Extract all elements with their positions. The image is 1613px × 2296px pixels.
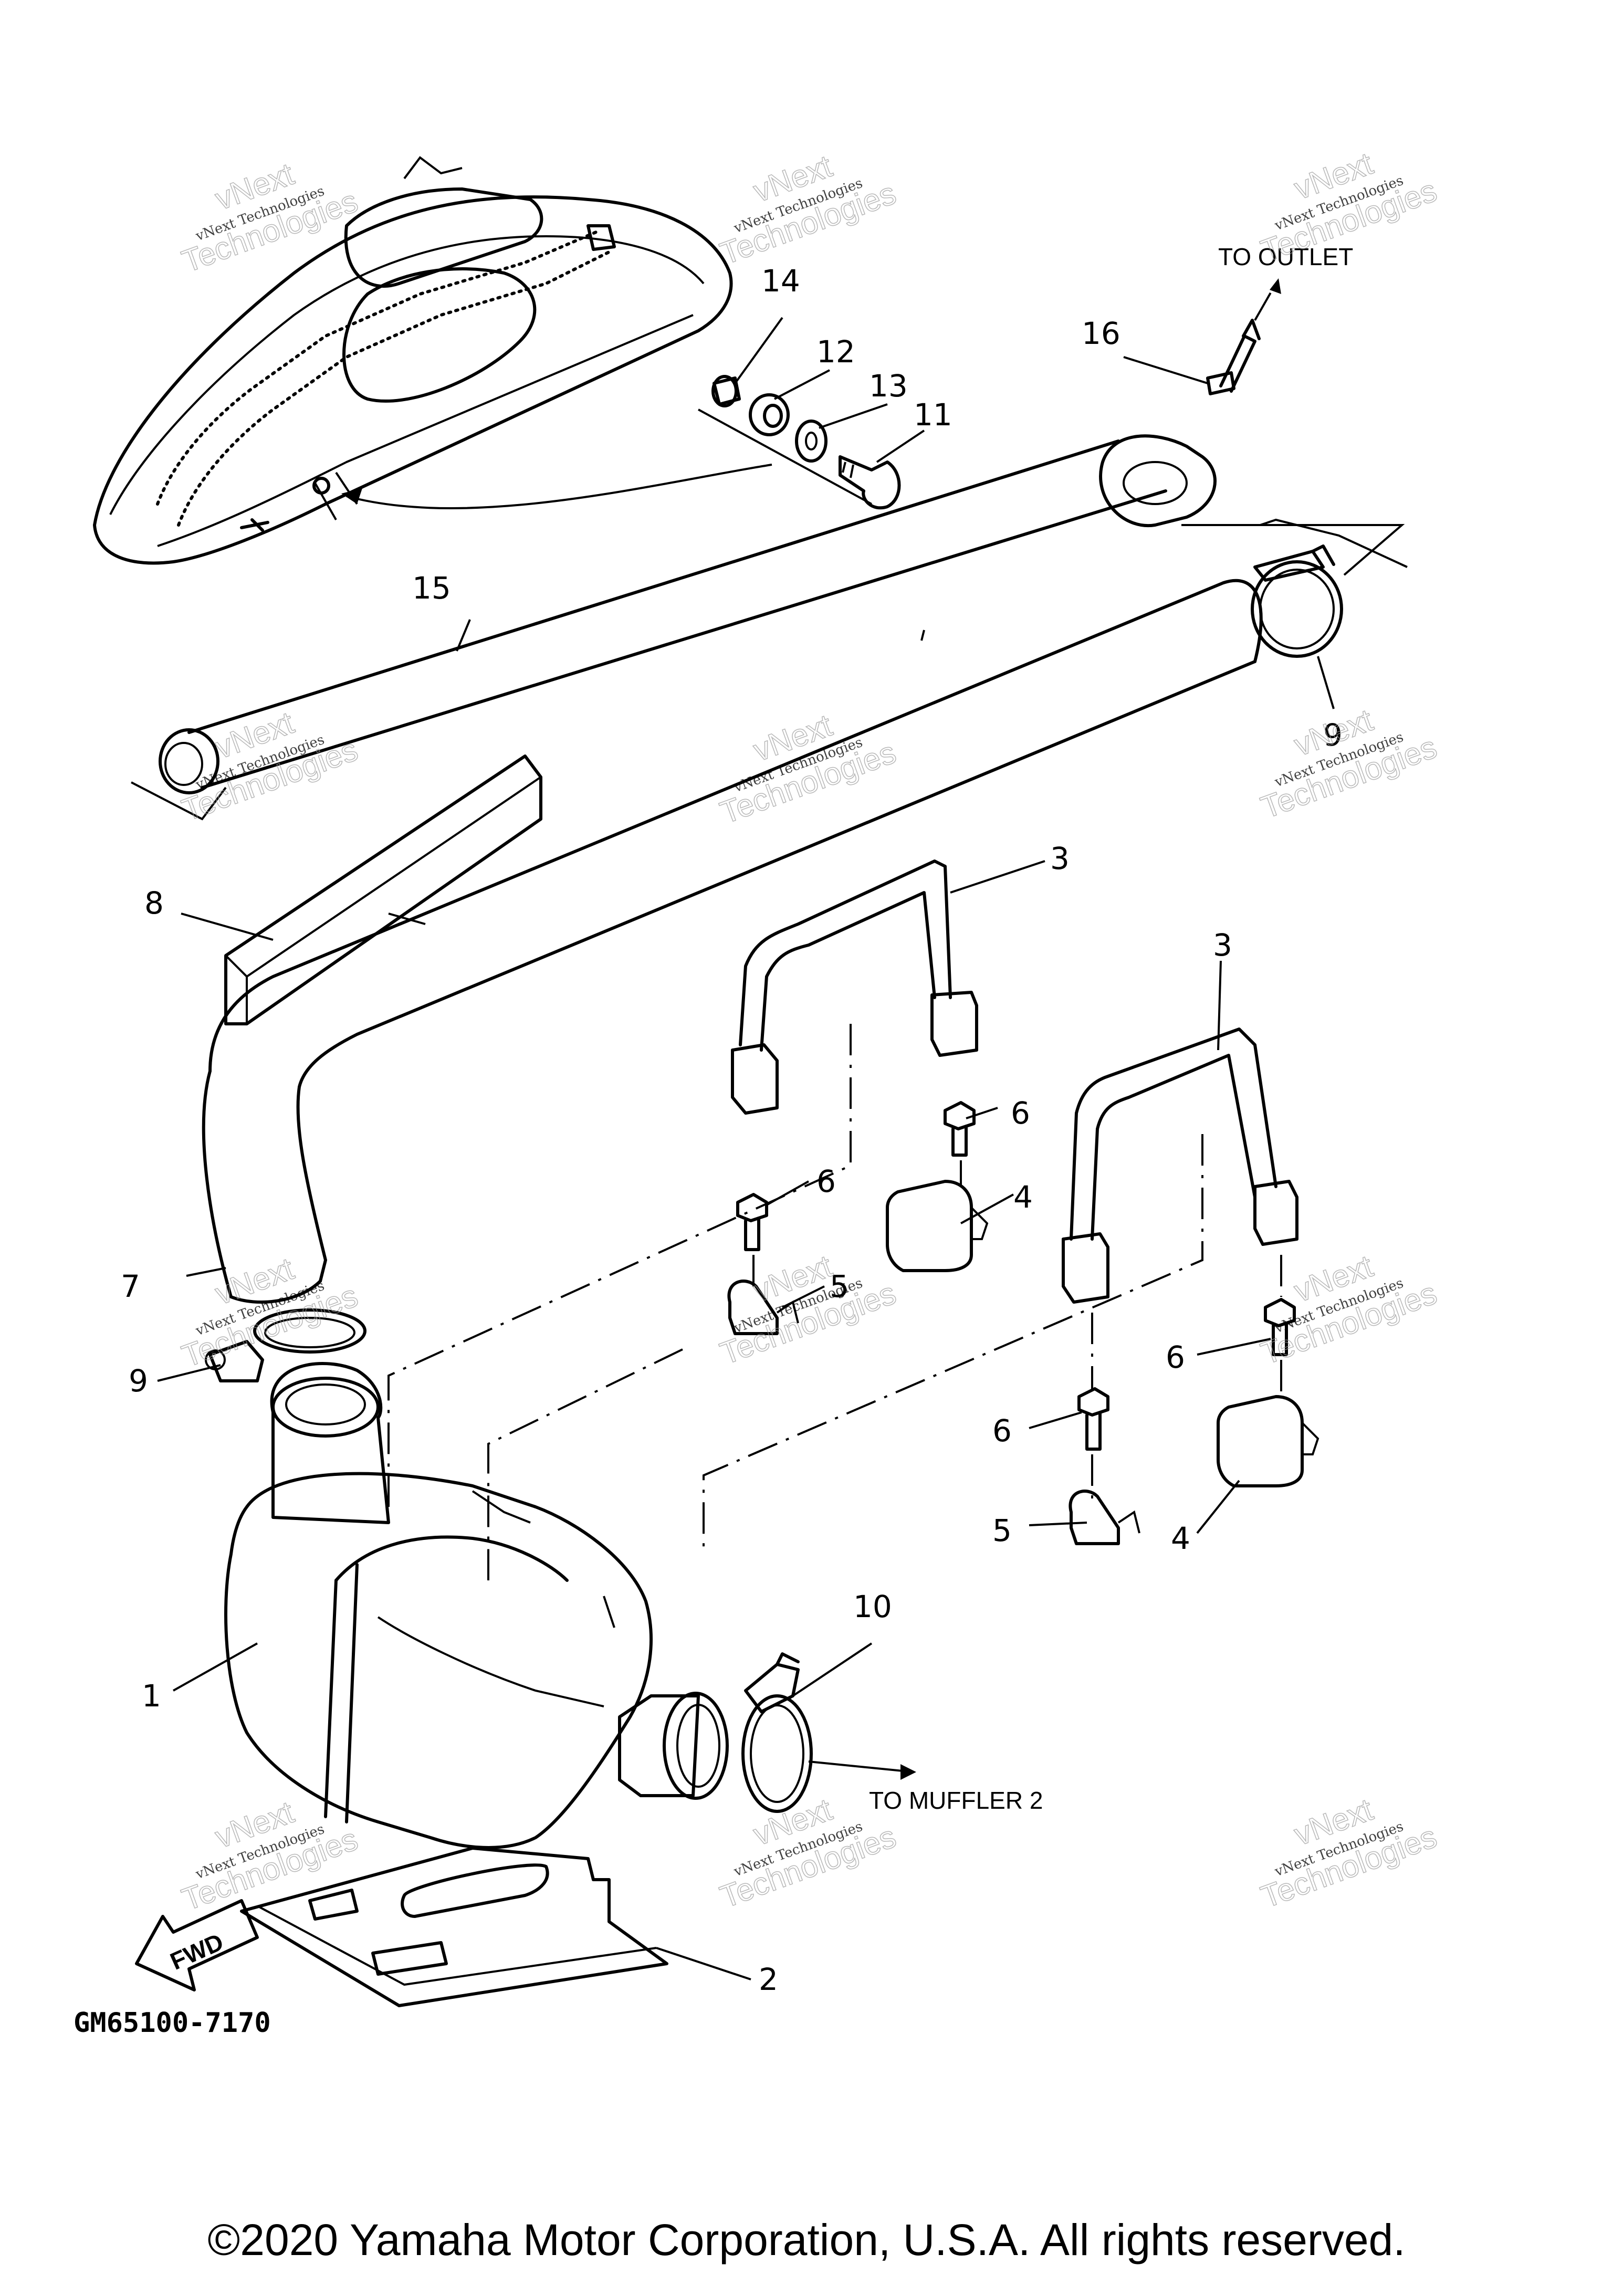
clamp-9-lower (205, 1308, 366, 1382)
callout-4-a: 4 (1013, 1179, 1033, 1215)
bracket-2 (240, 1847, 668, 2007)
pipe-15 (131, 434, 1217, 821)
watermark: vNext vNext Technologies Technologies (715, 707, 901, 831)
assembly-lines (387, 1024, 1282, 1580)
fitting-11 (839, 455, 901, 510)
callout-15: 15 (412, 570, 451, 606)
band-3-right (1062, 1028, 1298, 1304)
watercraft-overview (93, 156, 872, 565)
callout-5-b: 5 (992, 1513, 1012, 1548)
callout-6-a: 6 (1011, 1095, 1030, 1131)
to-muffler-label: TO MUFFLER 2 (869, 1787, 1043, 1814)
callout-10: 10 (853, 1589, 892, 1624)
watermark: vNext vNext Technologies Technologies (177, 1251, 363, 1375)
callout-8: 8 (144, 885, 164, 921)
callout-9-a: 9 (1323, 717, 1343, 753)
hose-7 (202, 579, 1263, 1304)
clamp-10 (741, 1652, 916, 1813)
callout-12: 12 (816, 334, 855, 370)
diagram-code: GM65100-7170 (74, 2007, 271, 2039)
callout-leaders (157, 317, 1335, 1980)
callout-16: 16 (1082, 316, 1120, 351)
fitting-group (711, 375, 901, 510)
holder-4-a (886, 1180, 989, 1272)
nut-12 (749, 393, 790, 436)
callout-6-d: 6 (992, 1413, 1012, 1449)
bolt-6-c (1264, 1298, 1296, 1356)
callouts: 1 2 3 3 4 4 5 5 6 6 6 6 7 8 9 9 10 11 12… (121, 263, 1343, 1997)
callout-6-b: 6 (816, 1163, 836, 1199)
callout-6-c: 6 (1166, 1339, 1185, 1375)
callout-2: 2 (759, 1962, 778, 1997)
clamp-9-upper (1181, 518, 1408, 658)
callout-7: 7 (121, 1268, 140, 1304)
bolt-6-a (944, 1101, 976, 1157)
holder-4-b (1217, 1395, 1319, 1487)
copyright-notice: ©2020 Yamaha Motor Corporation, U.S.A. A… (207, 2215, 1406, 2264)
callout-4-b: 4 (1171, 1521, 1190, 1556)
bolt-6-b (736, 1193, 768, 1251)
callout-1: 1 (142, 1678, 161, 1714)
watermark: vNext vNext Technologies Technologies (1256, 1248, 1442, 1372)
watermark: vNext vNext Technologies Technologies (177, 156, 363, 280)
callout-13: 13 (869, 368, 908, 404)
callout-9-b: 9 (129, 1363, 148, 1399)
callout-3-a: 3 (1050, 841, 1070, 876)
nipple-16 (1123, 278, 1281, 395)
watermark: vNext vNext Technologies Technologies (1256, 702, 1442, 826)
clamp-5-b (1069, 1490, 1140, 1545)
band-3-left (731, 859, 978, 1115)
to-outlet-label: TO OUTLET (1218, 243, 1353, 270)
callout-14: 14 (761, 263, 800, 299)
callout-11: 11 (914, 397, 952, 433)
watermark: vNext vNext Technologies Technologies (715, 148, 901, 272)
muffler-1 (224, 1362, 729, 1849)
callout-3-b: 3 (1213, 927, 1232, 963)
watermark: vNext vNext Technologies Technologies (1256, 1791, 1442, 1915)
plate-8 (224, 754, 542, 1025)
fwd-label: FWD (166, 1928, 227, 1975)
washer-13 (795, 420, 828, 463)
callout-5-a: 5 (830, 1268, 849, 1304)
bolt-6-d (1077, 1387, 1109, 1451)
